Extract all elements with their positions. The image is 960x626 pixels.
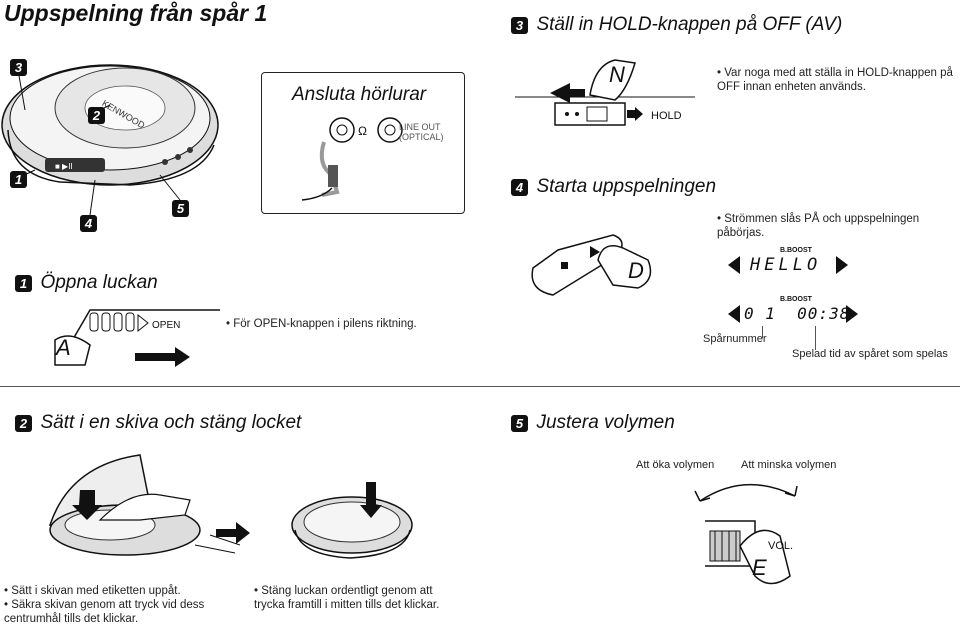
step-2-bullet-1: Sätt i skivan med etiketten uppåt. — [4, 584, 234, 598]
elapsed-time-label: Spelad tid av spåret som spelas — [792, 348, 948, 360]
headphones-box — [261, 72, 465, 214]
step-3-heading: 3 Ställ in HOLD-knappen på OFF (AV) — [511, 14, 842, 36]
vol-label: VOL. — [768, 540, 794, 552]
hold-switch-illustration — [515, 59, 695, 126]
volume-dial-illustration — [694, 483, 798, 585]
lcd-text-hello: HELLO — [750, 255, 822, 275]
headphones-title: Ansluta hörlurar — [292, 84, 427, 105]
open-button-label: OPEN — [152, 320, 181, 331]
step-5-badge: 5 — [511, 415, 528, 432]
step-4-title: Starta uppspelningen — [536, 176, 717, 197]
step-3-bullet: Var noga med att ställa in HOLD-knappen … — [717, 66, 957, 94]
step-5-heading: 5 Justera volymen — [511, 412, 675, 434]
step-5-title: Justera volymen — [536, 412, 675, 433]
cd-player-illustration: ■ ▶II KENWOOD — [1, 64, 219, 216]
volume-up-label: Att öka volymen — [636, 459, 715, 471]
step-2-badge: 2 — [15, 415, 32, 432]
step-2-bullet-3: Stäng luckan ordentligt genom att trycka… — [254, 584, 464, 612]
step-1-bullet: För OPEN-knappen i pilens riktning. — [226, 317, 416, 331]
step-2-bullets-right: Stäng luckan ordentligt genom att trycka… — [254, 584, 464, 612]
hold-label: HOLD — [651, 110, 682, 122]
step-4-badge: 4 — [511, 179, 528, 196]
track-number-label: Spårnummer — [703, 333, 767, 345]
bboost-label: B.BOOST — [780, 247, 812, 254]
lcd-text-time: 0 1 00:38 — [744, 304, 851, 323]
step-4-heading: 4 Starta uppspelningen — [511, 176, 716, 198]
step-4-letter: D — [628, 258, 644, 283]
callout-2: 2 — [88, 107, 105, 124]
callout-1: 1 — [10, 171, 27, 188]
headphone-jack-illustration: Ω — [301, 117, 403, 201]
callout-5: 5 — [172, 200, 189, 217]
lcd-display-time: B.BOOST 0 1 00:38 — [728, 296, 858, 326]
svg-text:■ ▶II: ■ ▶II — [55, 162, 73, 171]
step-1-badge: 1 — [15, 275, 32, 292]
insert-disc-illustration — [48, 454, 240, 556]
jack-label-line-out: LINE OUT — [399, 122, 441, 132]
step-4-bullet: Strömmen slås PÅ och uppspelningen påbör… — [717, 212, 957, 240]
step-3-letter: N — [609, 62, 625, 87]
open-button-illustration — [54, 309, 220, 367]
svg-text:Ω: Ω — [358, 124, 367, 138]
step-2-heading: 2 Sätt i en skiva och stäng locket — [15, 412, 301, 434]
close-lid-illustration — [291, 482, 413, 559]
step-3-badge: 3 — [511, 17, 528, 34]
step-2-title: Sätt i en skiva och stäng locket — [40, 412, 302, 433]
callout-3: 3 — [10, 59, 27, 76]
play-button-illustration — [531, 234, 652, 296]
page-title: Uppspelning från spår 1 — [4, 0, 268, 26]
step-5-letter: E — [752, 555, 767, 580]
step-3-title: Ställ in HOLD-knappen på OFF (AV) — [536, 14, 843, 35]
step-2-bullets-left: Sätt i skivan med etiketten uppåt. Säkra… — [4, 584, 234, 626]
lcd-display-hello: B.BOOST HELLO — [728, 247, 848, 277]
section-divider — [0, 386, 960, 387]
callout-4: 4 — [80, 215, 97, 232]
bboost-label-2: B.BOOST — [780, 296, 812, 303]
step-1-title: Öppna luckan — [40, 272, 158, 293]
arrow-right-icon — [216, 522, 250, 544]
step-1-letter: A — [56, 335, 71, 360]
jack-label-optical: (OPTICAL) — [399, 132, 444, 142]
volume-down-label: Att minska volymen — [741, 459, 837, 471]
step-1-heading: 1 Öppna luckan — [15, 272, 158, 294]
